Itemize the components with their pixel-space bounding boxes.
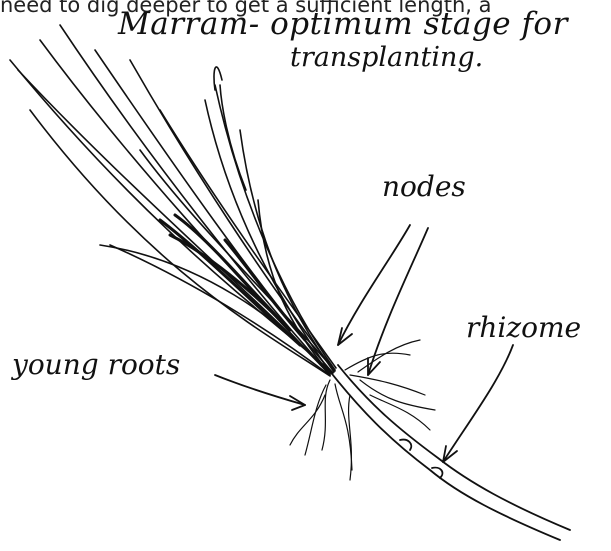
label-young-roots: young roots — [12, 348, 180, 381]
rhizome-stem — [325, 365, 570, 540]
label-nodes: nodes — [382, 170, 466, 203]
arrow-nodes-left — [338, 225, 410, 345]
arrow-rhizome — [443, 345, 513, 462]
label-rhizome: rhizome — [466, 311, 581, 344]
arrow-young-roots — [215, 375, 305, 410]
diagram-title-line2: transplanting. — [290, 42, 483, 73]
leaf-blades — [10, 25, 336, 376]
diagram-title-line1: Marram- optimum stage for — [118, 6, 568, 42]
